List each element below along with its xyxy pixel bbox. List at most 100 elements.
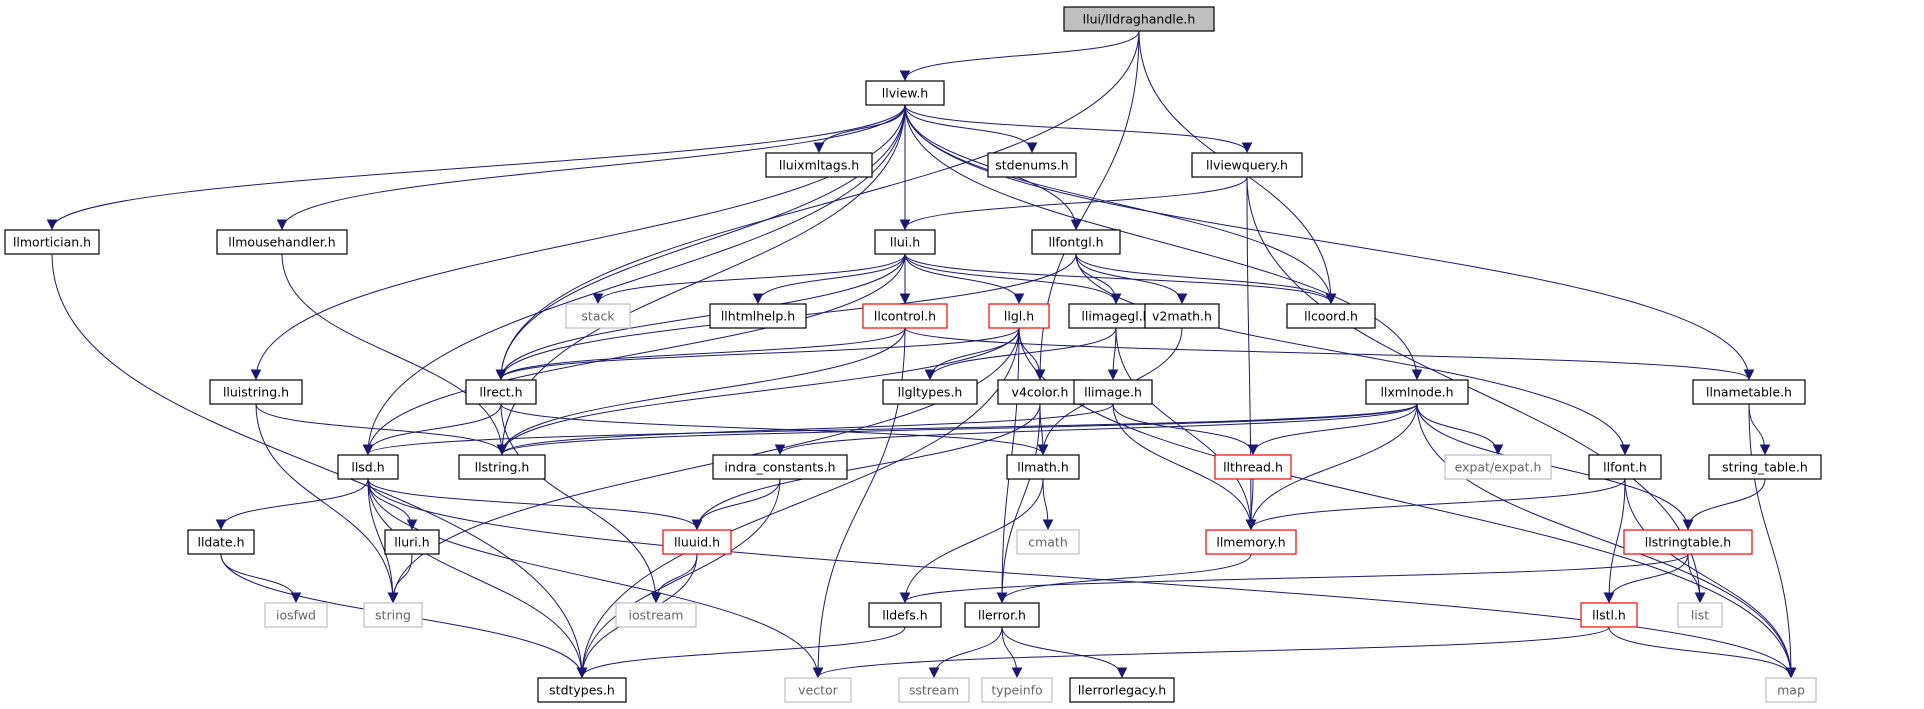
node-cmath: cmath	[1016, 529, 1080, 555]
node-label-lldefs: lldefs.h	[882, 608, 927, 623]
edge-llui-to-llhtmlhelp	[757, 253, 906, 304]
node-label-v4color: v4color.h	[1012, 385, 1069, 400]
node-box-vector	[784, 677, 852, 703]
node-label-lluistring: lluistring.h	[223, 385, 289, 400]
node-label-stdtypes: stdtypes.h	[549, 683, 615, 698]
edge-llsd-to-lluri	[367, 478, 413, 530]
node-llmortician[interactable]: llmortician.h	[4, 229, 100, 255]
node-llerror[interactable]: llerror.h	[964, 602, 1040, 628]
node-llui[interactable]: llui.h	[874, 229, 936, 255]
node-box-llcoord	[1286, 303, 1376, 329]
node-box-stdenums	[987, 152, 1077, 178]
node-llmousehandler[interactable]: llmousehandler.h	[216, 229, 348, 255]
node-llstl[interactable]: llstl.h	[1580, 602, 1638, 628]
node-llgltypes[interactable]: llgltypes.h	[882, 379, 978, 405]
node-label-typeinfo: typeinfo	[991, 683, 1042, 698]
edge-llxmlnode-to-llmemory	[1250, 403, 1418, 530]
node-llnametable[interactable]: llnametable.h	[1692, 379, 1806, 405]
arrowhead-llview-to-llfontgl	[1070, 219, 1082, 231]
arrowhead-llview-to-llmortician	[46, 219, 58, 231]
edge-llimage-to-llthread	[1112, 403, 1254, 455]
node-lldate[interactable]: lldate.h	[187, 529, 255, 555]
node-llmath[interactable]: llmath.h	[1006, 454, 1080, 480]
node-llmemory[interactable]: llmemory.h	[1205, 529, 1297, 555]
edge-llsd-to-string	[367, 478, 394, 603]
node-label-vector: vector	[798, 683, 839, 698]
edge-lldefs-to-stdtypes	[581, 626, 906, 678]
edge-llimage-to-llstring	[501, 403, 1114, 455]
edge-llui-to-llsd	[367, 253, 906, 455]
node-indra_constants[interactable]: indra_constants.h	[712, 454, 848, 480]
node-lldefs[interactable]: lldefs.h	[868, 602, 942, 628]
node-map: map	[1765, 677, 1817, 703]
edge-llxmlnode-to-indra_constants	[779, 403, 1418, 455]
arrowhead-llview-to-llmousehandler	[276, 219, 288, 231]
node-llcoord[interactable]: llcoord.h	[1286, 303, 1376, 329]
node-llstringtable[interactable]: llstringtable.h	[1623, 529, 1753, 555]
node-label-indra_constants: indra_constants.h	[724, 460, 835, 475]
node-lluri[interactable]: lluri.h	[384, 529, 440, 555]
node-llsd[interactable]: llsd.h	[337, 454, 399, 480]
arrowhead-llview-to-lluixmltags	[813, 142, 825, 154]
node-label-lldate: lldate.h	[197, 535, 244, 550]
edge-llfontgl-to-llcoord	[1075, 253, 1332, 304]
arrowhead-llfontgl-to-llimagegl	[1110, 293, 1122, 305]
node-llgl[interactable]: llgl.h	[988, 303, 1050, 329]
node-box-llgltypes	[882, 379, 978, 405]
node-llcontrol[interactable]: llcontrol.h	[862, 303, 948, 329]
edge-llxmlnode-to-expat	[1416, 403, 1499, 455]
edge-llstl-to-map	[1608, 626, 1792, 678]
edge-lluistring-to-llstring	[255, 403, 503, 455]
node-lluistring[interactable]: lluistring.h	[209, 379, 303, 405]
edge-indra_constants-to-lluuid	[696, 478, 781, 530]
node-lldraghandle[interactable]: llui/lldraghandle.h	[1063, 6, 1215, 32]
node-label-map: map	[1777, 683, 1805, 698]
edge-llmortician-to-stdtypes	[51, 253, 583, 678]
node-string_table[interactable]: string_table.h	[1708, 454, 1822, 480]
node-lluixmltags[interactable]: lluixmltags.h	[765, 152, 873, 178]
node-label-llimagegl: llimagegl.h	[1081, 309, 1150, 324]
node-llfontgl[interactable]: llfontgl.h	[1031, 229, 1121, 255]
edge-llui-to-llimagegl	[904, 253, 1117, 304]
edge-llgl-to-llrect	[500, 327, 1020, 380]
edge-indra_constants-to-stdtypes	[581, 478, 781, 678]
node-llstring[interactable]: llstring.h	[458, 454, 546, 480]
node-label-llnametable: llnametable.h	[1706, 385, 1792, 400]
node-llrect[interactable]: llrect.h	[465, 379, 537, 405]
arrowhead-llxmlnode-to-llstring	[496, 444, 508, 456]
arrowhead-llgl-to-llrect	[495, 369, 507, 381]
node-label-llstl: llstl.h	[1592, 608, 1626, 623]
node-box-llmath	[1006, 454, 1080, 480]
node-llview[interactable]: llview.h	[865, 80, 945, 106]
node-v2math[interactable]: v2math.h	[1144, 303, 1220, 329]
node-stdtypes[interactable]: stdtypes.h	[537, 677, 627, 703]
node-lluuid[interactable]: lluuid.h	[662, 529, 732, 555]
node-llviewquery[interactable]: llviewquery.h	[1191, 152, 1303, 178]
node-box-llimage	[1073, 379, 1153, 405]
node-label-llstring: llstring.h	[475, 460, 530, 475]
arrowhead-llstringtable-to-lldefs	[899, 592, 911, 604]
node-llfont[interactable]: llfont.h	[1588, 454, 1662, 480]
edge-llfont-to-map	[1624, 478, 1792, 678]
arrowhead-lluuid-to-iostream	[650, 592, 662, 604]
arrowhead-llerror-to-llerrorlegacy	[1116, 667, 1128, 679]
node-box-typeinfo	[981, 677, 1053, 703]
node-llerrorlegacy[interactable]: llerrorlegacy.h	[1069, 677, 1175, 703]
node-box-llui	[874, 229, 936, 255]
node-label-llcontrol: llcontrol.h	[874, 309, 936, 324]
node-llthread[interactable]: llthread.h	[1214, 454, 1292, 480]
node-v4color[interactable]: v4color.h	[997, 379, 1083, 405]
arrowhead-llview-to-lluistring	[250, 369, 262, 381]
node-label-llmortician: llmortician.h	[13, 235, 91, 250]
node-llxmlnode[interactable]: llxmlnode.h	[1365, 379, 1469, 405]
node-llhtmlhelp[interactable]: llhtmlhelp.h	[709, 303, 807, 329]
node-label-llxmlnode: llxmlnode.h	[1380, 385, 1453, 400]
arrowhead-indra_constants-to-lluuid	[691, 519, 703, 531]
arrowhead-llui-to-llhtmlhelp	[752, 293, 764, 305]
node-stdenums[interactable]: stdenums.h	[987, 152, 1077, 178]
node-box-llrect	[465, 379, 537, 405]
node-label-llerrorlegacy: llerrorlegacy.h	[1078, 683, 1166, 698]
node-box-llfontgl	[1031, 229, 1121, 255]
node-box-stdtypes	[537, 677, 627, 703]
node-llimage[interactable]: llimage.h	[1073, 379, 1153, 405]
